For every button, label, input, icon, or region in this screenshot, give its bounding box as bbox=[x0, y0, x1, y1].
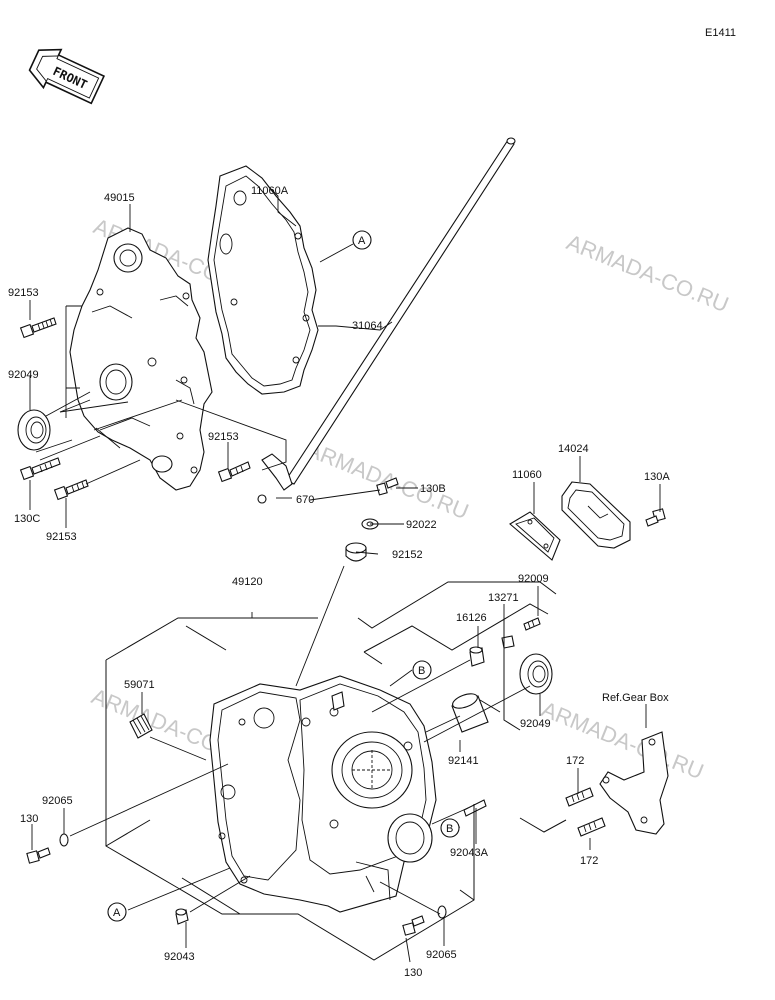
crankcase-49120 bbox=[209, 675, 437, 913]
dipstick-tube bbox=[261, 137, 516, 491]
part-130a: 130A bbox=[644, 471, 670, 483]
gasket-11060a bbox=[207, 165, 319, 395]
bolt-130c bbox=[19, 457, 61, 481]
part-92009: 92009 bbox=[518, 573, 549, 585]
part-130c: 130C bbox=[14, 513, 40, 525]
screw-92009 bbox=[523, 617, 541, 631]
callout-a-top-label: A bbox=[358, 235, 366, 247]
watermark-bottom-right: ARMADA-CO.RU bbox=[538, 696, 707, 784]
part-49120: 49120 bbox=[232, 576, 263, 588]
part-49015: 49015 bbox=[104, 192, 135, 204]
part-92065-bottom: 92065 bbox=[426, 949, 457, 961]
part-92141: 92141 bbox=[448, 755, 479, 767]
ref-gear-box-label: Ref.Gear Box bbox=[602, 692, 669, 704]
oil-seal-bottom bbox=[519, 653, 553, 695]
part-670: 670 bbox=[296, 494, 314, 506]
part-13271: 13271 bbox=[488, 592, 519, 604]
breather-cover-14024 bbox=[561, 481, 631, 549]
part-59071: 59071 bbox=[124, 679, 155, 691]
pin-16126 bbox=[469, 646, 485, 667]
o-ring-670 bbox=[257, 494, 267, 504]
part-92153-bottom: 92153 bbox=[46, 531, 77, 543]
spring-59071 bbox=[129, 713, 153, 739]
part-92022: 92022 bbox=[406, 519, 437, 531]
bolt-130-bottom bbox=[402, 915, 425, 936]
stud-172-bottom bbox=[577, 817, 606, 837]
part-92153-left: 92153 bbox=[8, 287, 39, 299]
callout-b-lower-label: B bbox=[446, 823, 453, 835]
part-11060a: 11060A bbox=[251, 185, 289, 197]
gear-box-bracket bbox=[599, 731, 669, 835]
bushing-92141 bbox=[451, 693, 489, 733]
callout-a-bottom bbox=[107, 902, 127, 922]
bolt-92153-mid bbox=[217, 461, 251, 483]
front-arrow-icon: FRONT bbox=[28, 48, 106, 105]
part-16126: 16126 bbox=[456, 612, 487, 624]
dowel-92043 bbox=[175, 908, 189, 925]
part-130-bottom: 130 bbox=[404, 967, 422, 979]
watermark-middle: ARMADA-CO.RU bbox=[303, 436, 472, 524]
bolt-130-left bbox=[26, 847, 51, 864]
callout-a-bottom-label: A bbox=[113, 907, 121, 919]
callout-b-upper bbox=[412, 660, 432, 680]
part-14024: 14024 bbox=[558, 443, 589, 455]
part-130b: 130B bbox=[420, 483, 446, 495]
part-92043: 92043 bbox=[164, 951, 195, 963]
callout-b-upper-label: B bbox=[418, 665, 425, 677]
cap-92152 bbox=[345, 542, 367, 562]
part-172-top: 172 bbox=[566, 755, 584, 767]
bolt-130a bbox=[645, 508, 666, 527]
callout-a-top bbox=[352, 230, 372, 250]
part-11060: 11060 bbox=[512, 469, 542, 481]
part-130-left: 130 bbox=[20, 813, 38, 825]
part-92065-left: 92065 bbox=[42, 795, 73, 807]
bolt-92153-bottom bbox=[53, 479, 89, 501]
part-92049-top: 92049 bbox=[8, 369, 39, 381]
washer-92065-left bbox=[59, 833, 69, 847]
crankcase-cover bbox=[69, 227, 213, 491]
part-92153-mid: 92153 bbox=[208, 431, 239, 443]
gasket-11060 bbox=[509, 511, 561, 561]
part-172-bottom: 172 bbox=[580, 855, 598, 867]
stud-172-top bbox=[565, 787, 594, 807]
oil-seal-top bbox=[17, 409, 51, 451]
watermark-top-right: ARMADA-CO.RU bbox=[563, 229, 732, 317]
part-92152: 92152 bbox=[392, 549, 423, 561]
nut-13271 bbox=[501, 635, 515, 649]
part-92043a: 92043A bbox=[450, 847, 489, 859]
bolt-92153-left bbox=[19, 317, 57, 339]
dowel-92043a bbox=[463, 799, 487, 817]
callout-b-lower bbox=[440, 818, 460, 838]
diagram-code: E1411 bbox=[705, 27, 736, 39]
part-92049-bottom: 92049 bbox=[520, 718, 551, 730]
washer-92065-bottom bbox=[437, 905, 447, 919]
part-31064: 31064 bbox=[352, 320, 383, 332]
